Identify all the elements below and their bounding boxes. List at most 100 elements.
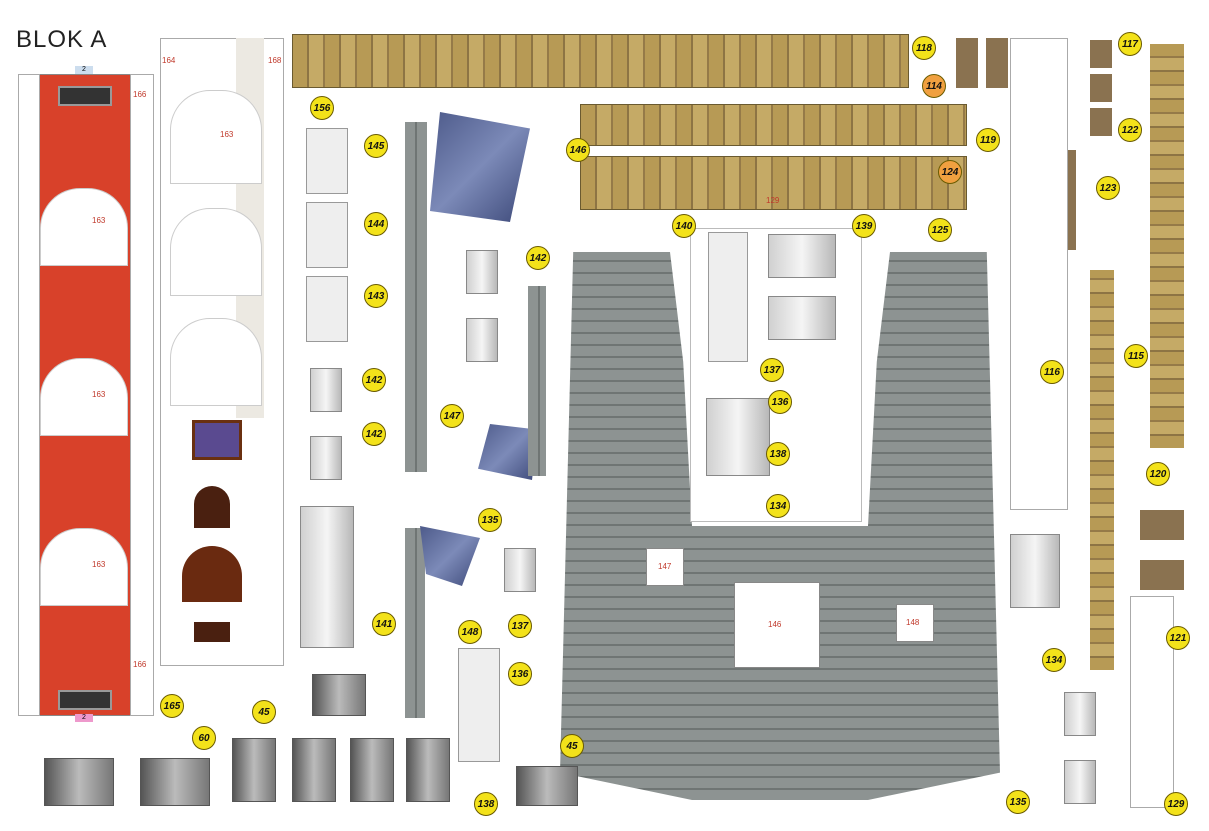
badge-146: 146 (566, 138, 590, 162)
stone-wall-lower (580, 156, 967, 210)
badge-136a: 136 (508, 662, 532, 686)
badge-116: 116 (1040, 360, 1064, 384)
facade-top-tab: 2 (75, 66, 93, 74)
bottom-chimney-60a (44, 758, 114, 806)
badge-144: 144 (364, 212, 388, 236)
badge-134a: 134 (766, 494, 790, 518)
badge-135a: 135 (478, 508, 502, 532)
stone-wall-windows (292, 46, 907, 66)
window-sheet-144 (306, 202, 348, 268)
gothic-window-2 (194, 622, 230, 642)
arch-window-1 (170, 90, 262, 184)
badge-121: 121 (1166, 626, 1190, 650)
arch-label-164: 164 (162, 56, 176, 65)
roof-square-147 (646, 548, 684, 586)
arch-label-168: 168 (268, 56, 282, 65)
badge-135b: 135 (1006, 790, 1030, 814)
panel-141 (300, 506, 354, 648)
roof-square-148 (896, 604, 934, 642)
facade-window-1 (40, 188, 128, 266)
arch-window-3 (170, 318, 262, 406)
chimney-sheet-137 (458, 648, 500, 762)
badge-118: 118 (912, 36, 936, 60)
badge-142b: 142 (362, 422, 386, 446)
wood-part-119 (986, 38, 1008, 88)
courtyard-chimney-139a (768, 234, 836, 278)
facade-window-2 (40, 358, 128, 436)
arch-label-163: 163 (220, 130, 234, 139)
roof-label-146: 146 (768, 620, 782, 629)
strip-129 (1130, 596, 1174, 808)
facade-label-166b: 166 (133, 660, 147, 669)
chimney-142a (310, 368, 342, 412)
strip-116 (1010, 38, 1068, 510)
roof-strip-left-1 (405, 122, 427, 472)
badge-142c: 142 (526, 246, 550, 270)
badge-114: 114 (922, 74, 946, 98)
badge-156: 156 (310, 96, 334, 120)
bottom-chimney-45f (516, 766, 578, 806)
facade-label-163b: 163 (92, 390, 106, 399)
facade-right-strip (130, 74, 154, 716)
facade-left-strip (18, 74, 40, 716)
slate-roof-148 (420, 526, 480, 586)
chimney-134b (1010, 534, 1060, 608)
roof-label-147: 147 (658, 562, 672, 571)
bottom-chimney-45b (292, 738, 336, 802)
facade-dormer-bottom (58, 690, 112, 710)
wood-part-122c (1090, 108, 1112, 136)
badge-136b: 136 (768, 390, 792, 414)
courtyard-chimney-139b (768, 296, 836, 340)
wood-part-122a (1090, 40, 1112, 68)
badge-143: 143 (364, 284, 388, 308)
badge-129: 129 (1164, 792, 1188, 816)
badge-45b: 45 (560, 734, 584, 758)
badge-142a: 142 (362, 368, 386, 392)
badge-138a: 138 (474, 792, 498, 816)
bottom-chimney-45a (232, 738, 276, 802)
bottom-chimney-45e (312, 674, 366, 716)
badge-60: 60 (192, 726, 216, 750)
badge-137a: 137 (508, 614, 532, 638)
window-sheet-143 (306, 276, 348, 342)
stone-column-115 (1090, 270, 1114, 670)
stone-label-129: 129 (766, 196, 780, 205)
badge-141: 141 (372, 612, 396, 636)
bottom-chimney-45c (350, 738, 394, 802)
chimney-135c (1064, 760, 1096, 804)
badge-134b: 134 (1042, 648, 1066, 672)
courtyard-sheet-140 (708, 232, 748, 362)
badge-138b: 138 (766, 442, 790, 466)
gothic-door (182, 546, 242, 602)
purple-window (192, 420, 242, 460)
roof-label-148: 148 (906, 618, 920, 627)
stone-column-117 (1150, 44, 1184, 448)
badge-147: 147 (440, 404, 464, 428)
chimney-142b (310, 436, 342, 480)
badge-125: 125 (928, 218, 952, 242)
facade-label-163c: 163 (92, 560, 106, 569)
badge-137b: 137 (760, 358, 784, 382)
badge-139: 139 (852, 214, 876, 238)
bottom-chimney-45d (406, 738, 450, 802)
facade-bottom-tab: 2 (75, 714, 93, 722)
facade-dormer-top (58, 86, 112, 106)
badge-117: 117 (1118, 32, 1142, 56)
roof-square-146 (734, 582, 820, 668)
stone-wall-top (292, 34, 909, 88)
courtyard-chimney-134 (706, 398, 770, 476)
roof-strip-left-2 (405, 528, 425, 718)
roof-strip-mid (528, 286, 546, 476)
chimney-135b (1064, 692, 1096, 736)
stone-wall-mid (580, 104, 967, 146)
corner-piece-121 (1140, 560, 1184, 590)
chimney-142c (466, 250, 498, 294)
badge-165: 165 (160, 694, 184, 718)
facade-window-3 (40, 528, 128, 606)
badge-124: 124 (938, 160, 962, 184)
arch-window-2 (170, 208, 262, 296)
badge-120: 120 (1146, 462, 1170, 486)
chimney-135 (504, 548, 536, 592)
badge-145: 145 (364, 134, 388, 158)
bottom-chimney-60b (140, 758, 210, 806)
